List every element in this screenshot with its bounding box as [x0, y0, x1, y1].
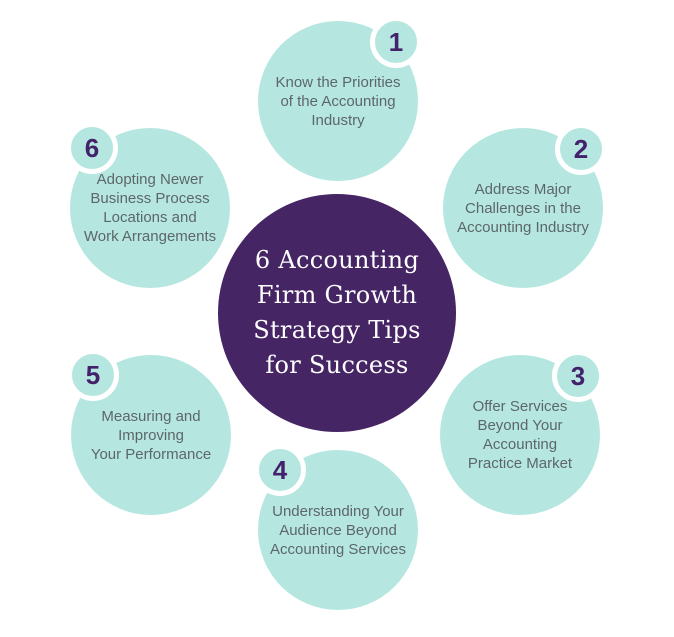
- tip-text-line: Work Arrangements: [83, 228, 217, 245]
- tip-4-number: 4: [272, 454, 288, 485]
- tip-6-number: 6: [84, 132, 100, 163]
- tip-circle-2: 2 Address Major Challenges in the Accoun…: [443, 123, 607, 288]
- tip-text-line: of the Accounting: [280, 92, 396, 110]
- tip-circle-1: 1 Know the Priorities of the Accounting …: [258, 16, 422, 181]
- tip-text-line: Locations and: [103, 209, 197, 226]
- tip-5-number-badge: 5: [67, 349, 119, 401]
- tip-text-line: Know the Priorities: [275, 73, 401, 91]
- tip-3-number-badge: 3: [552, 350, 604, 402]
- tip-text-line: Challenges in the: [465, 199, 581, 217]
- tip-text-line: Measuring and: [101, 407, 201, 425]
- tip-5-text: Measuring and Improving Your Performance: [91, 407, 211, 464]
- tip-2-number: 2: [573, 133, 589, 164]
- tip-4-number-badge: 4: [254, 444, 306, 496]
- tip-1-text: Know the Priorities of the Accounting In…: [275, 73, 400, 130]
- center-title-line: for Success: [265, 351, 409, 379]
- center-title-line: 6 Accounting: [254, 246, 420, 274]
- tip-text-line: Business Process: [90, 190, 210, 207]
- tip-4-text: Understanding Your Audience Beyond Accou…: [270, 502, 406, 559]
- tip-text-line: Adopting Newer: [96, 171, 204, 188]
- tip-text-line: Practice Market: [467, 455, 573, 472]
- tip-2-number-badge: 2: [555, 123, 607, 175]
- tip-text-line: Accounting Services: [270, 540, 406, 558]
- tip-circle-5: 5 Measuring and Improving Your Performan…: [67, 349, 231, 515]
- tip-text-line: Your Performance: [90, 445, 212, 463]
- tip-circle-4: 4 Understanding Your Audience Beyond Acc…: [254, 444, 418, 610]
- tip-3-text: Offer Services Beyond Your Accounting Pr…: [468, 397, 572, 473]
- center-title-line: Firm Growth: [256, 281, 418, 309]
- tip-text-line: Industry: [311, 111, 365, 129]
- tip-text-line: Understanding Your: [272, 502, 404, 520]
- tip-text-line: Audience Beyond: [279, 521, 397, 539]
- center-title-line: Strategy Tips: [253, 316, 421, 344]
- tip-3-number: 3: [570, 360, 586, 391]
- tip-text-line: Improving: [118, 426, 184, 444]
- tip-text-line: Accounting: [482, 436, 558, 453]
- center-circle: 6 Accounting Firm Growth Strategy Tips f…: [218, 194, 456, 432]
- tip-circle-6: 6 Adopting Newer Business Process Locati…: [66, 122, 230, 288]
- tip-2-text: Address Major Challenges in the Accounti…: [457, 180, 589, 237]
- tip-text-line: Beyond Your: [477, 417, 563, 434]
- tip-6-number-badge: 6: [66, 122, 118, 174]
- tip-text-line: Address Major: [474, 180, 572, 198]
- tip-6-text: Adopting Newer Business Process Location…: [84, 170, 216, 246]
- tip-circle-3: 3 Offer Services Beyond Your Accounting …: [440, 350, 604, 515]
- tip-5-number: 5: [85, 359, 101, 390]
- center-title: 6 Accounting Firm Growth Strategy Tips f…: [253, 243, 421, 383]
- tip-text-line: Accounting Industry: [457, 218, 589, 236]
- tip-text-line: Offer Services: [472, 398, 568, 415]
- tip-1-number: 1: [388, 26, 404, 57]
- tip-1-number-badge: 1: [370, 16, 422, 68]
